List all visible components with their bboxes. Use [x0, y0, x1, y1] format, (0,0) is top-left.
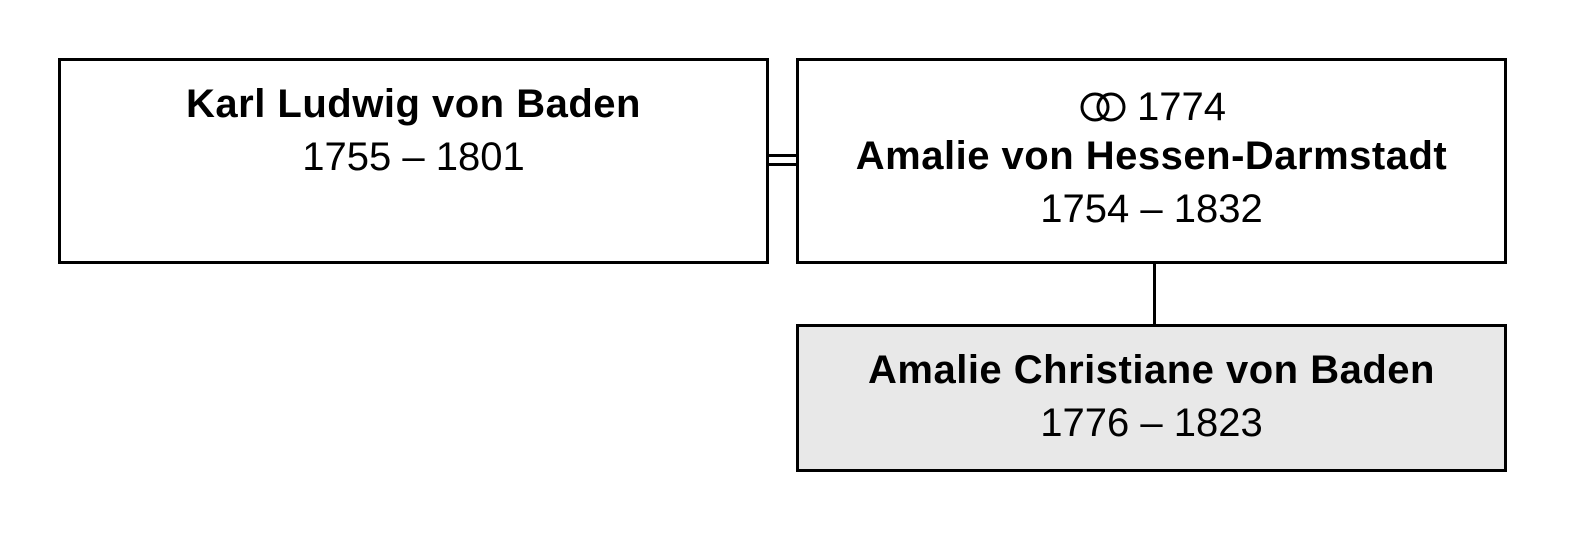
person-name: Amalie Christiane von Baden [868, 348, 1435, 392]
person-lifespan: 1754 – 1832 [1040, 187, 1263, 231]
person-name: Karl Ludwig von Baden [186, 82, 641, 126]
person-box-child[interactable]: Amalie Christiane von Baden 1776 – 1823 [796, 324, 1507, 472]
marriage-connector-bottom [769, 163, 796, 166]
marriage-info: 1774 [1077, 83, 1226, 131]
descent-connector [1153, 264, 1156, 324]
person-name: Amalie von Hessen-Darmstadt [855, 134, 1448, 178]
person-box-father[interactable]: Karl Ludwig von Baden 1755 – 1801 [58, 58, 769, 264]
person-lifespan: 1755 – 1801 [302, 135, 525, 179]
wedding-rings-icon [1080, 92, 1126, 122]
marriage-year: 1774 [1137, 85, 1226, 129]
person-lifespan: 1776 – 1823 [1040, 401, 1263, 445]
marriage-connector-top [769, 154, 796, 157]
person-box-spouse[interactable]: 1774 Amalie von Hessen-Darmstadt 1754 – … [796, 58, 1507, 264]
